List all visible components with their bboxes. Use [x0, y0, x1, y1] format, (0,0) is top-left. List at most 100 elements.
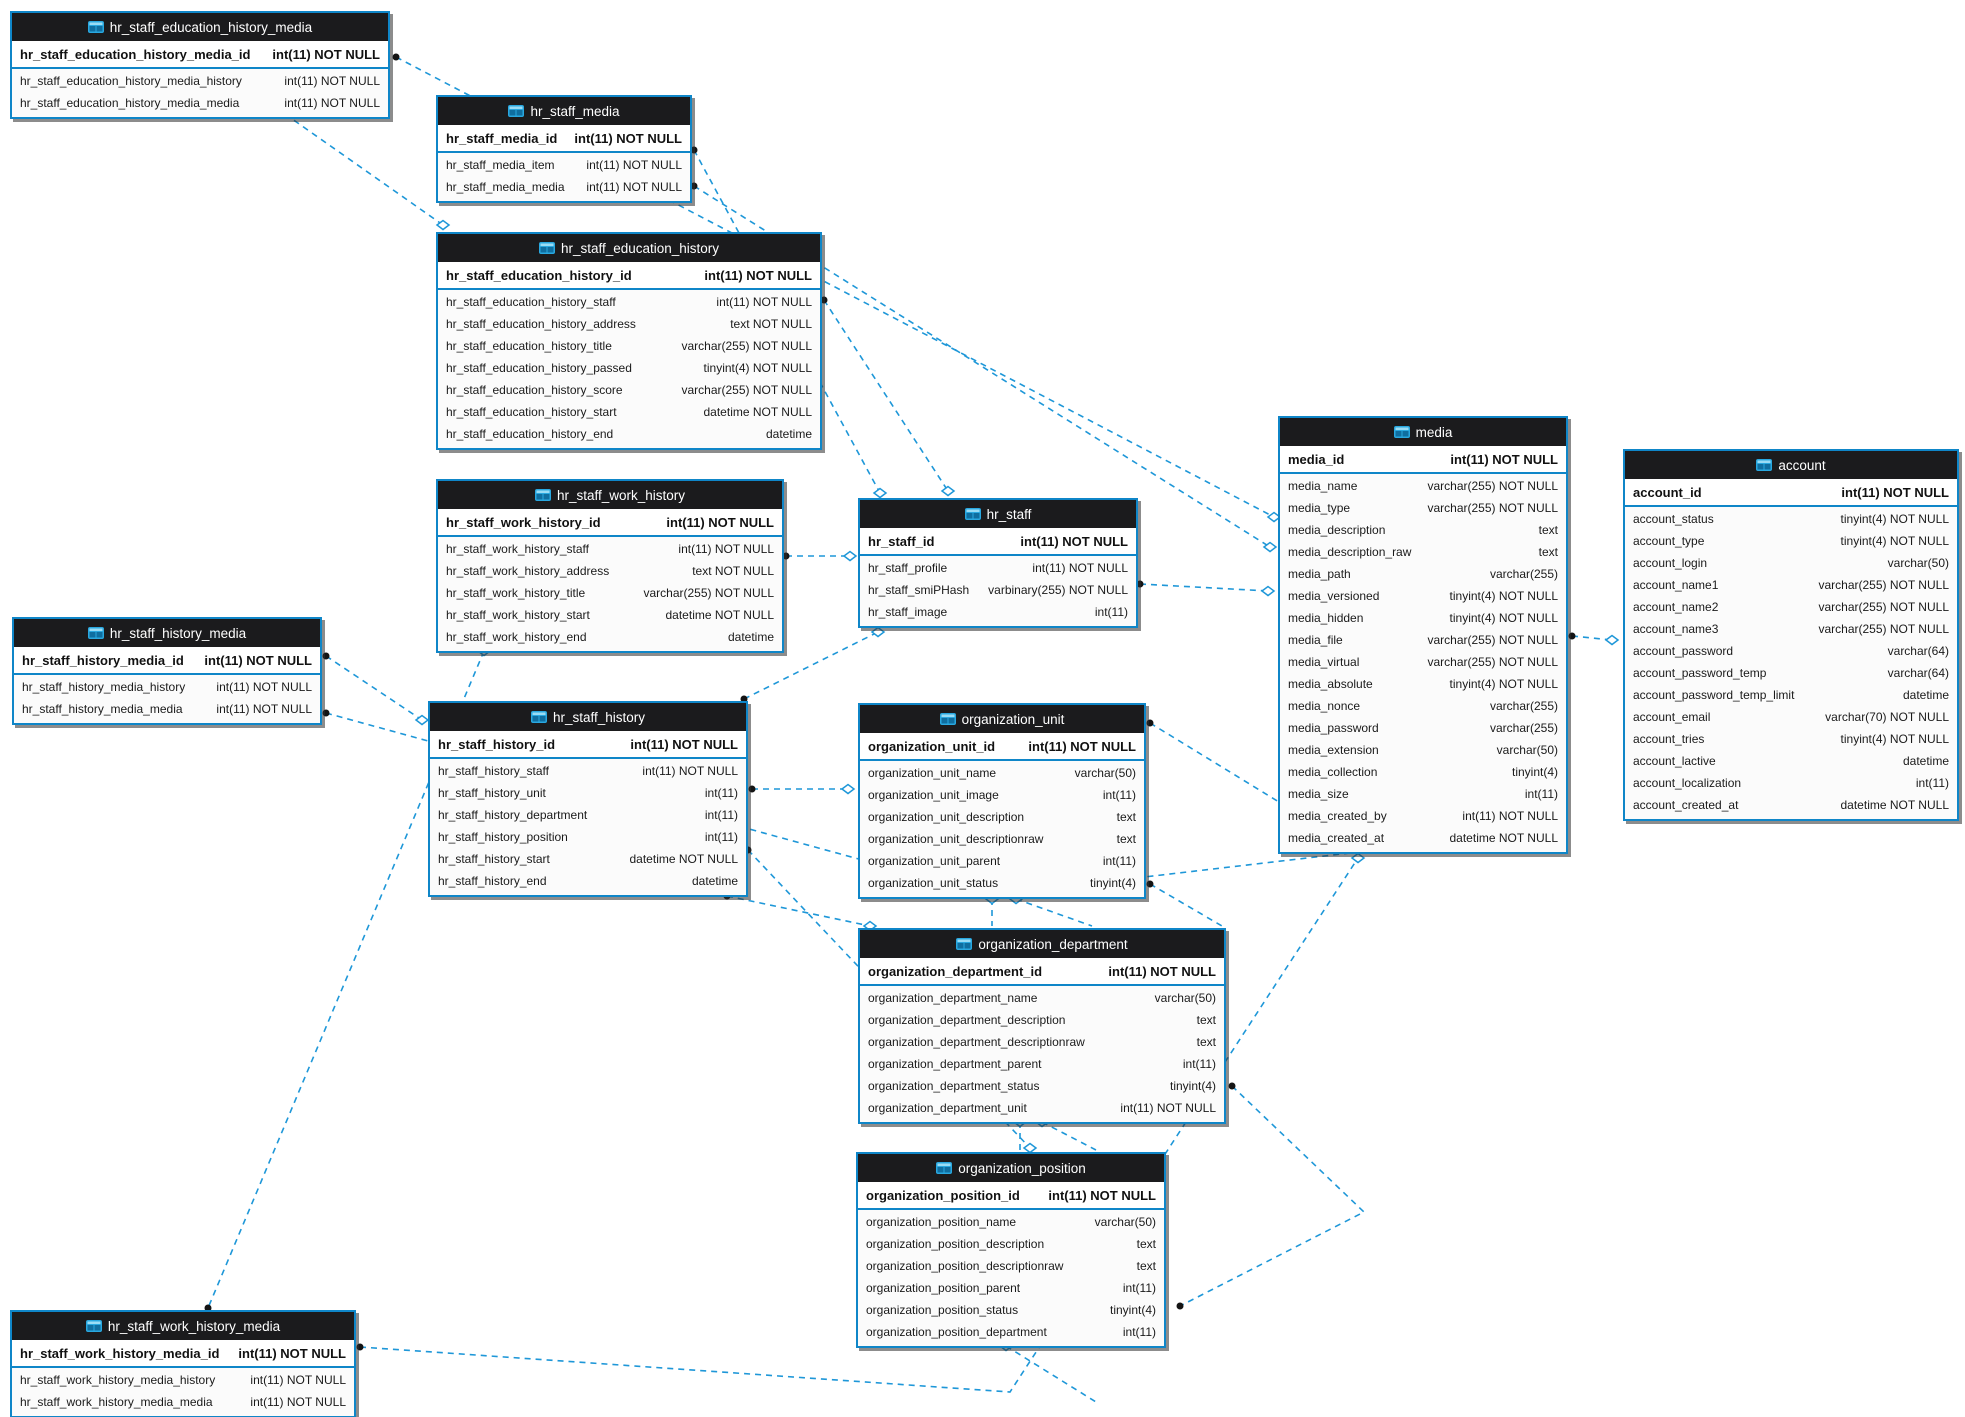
table-header[interactable]: account	[1625, 451, 1957, 479]
primary-key-row[interactable]: hr_staff_media_id int(11) NOT NULL	[438, 125, 690, 153]
column-row[interactable]: hr_staff_image int(11)	[860, 601, 1136, 623]
primary-key-row[interactable]: hr_staff_history_id int(11) NOT NULL	[430, 731, 746, 759]
primary-key-row[interactable]: hr_staff_work_history_id int(11) NOT NUL…	[438, 509, 782, 537]
column-row[interactable]: organization_position_name varchar(50)	[858, 1211, 1164, 1233]
column-row[interactable]: organization_unit_parent int(11)	[860, 850, 1144, 872]
column-row[interactable]: hr_staff_history_start datetime NOT NULL	[430, 848, 746, 870]
table-organization_department[interactable]: organization_department organization_dep…	[858, 928, 1226, 1124]
column-row[interactable]: account_name1 varchar(255) NOT NULL	[1625, 574, 1957, 596]
relationship-line[interactable]	[726, 895, 871, 927]
relationship-line[interactable]	[1005, 1345, 1097, 1403]
relationship-line[interactable]	[359, 857, 1359, 1393]
column-row[interactable]: media_virtual varchar(255) NOT NULL	[1280, 651, 1566, 673]
column-row[interactable]: organization_department_unit int(11) NOT…	[860, 1097, 1224, 1119]
column-row[interactable]: media_description_raw text	[1280, 541, 1566, 563]
column-row[interactable]: account_password_temp varchar(64)	[1625, 662, 1957, 684]
column-row[interactable]: hr_staff_media_item int(11) NOT NULL	[438, 154, 690, 176]
column-row[interactable]: media_created_by int(11) NOT NULL	[1280, 805, 1566, 827]
relationship-line[interactable]	[325, 655, 423, 721]
primary-key-row[interactable]: hr_staff_education_history_media_id int(…	[12, 41, 388, 69]
column-row[interactable]: media_absolute tinyint(4) NOT NULL	[1280, 673, 1566, 695]
column-row[interactable]: media_versioned tinyint(4) NOT NULL	[1280, 585, 1566, 607]
column-row[interactable]: media_hidden tinyint(4) NOT NULL	[1280, 607, 1566, 629]
column-row[interactable]: hr_staff_education_history_title varchar…	[438, 335, 820, 357]
table-account[interactable]: account account_id int(11) NOT NULL acco…	[1623, 449, 1959, 821]
column-row[interactable]: hr_staff_education_history_score varchar…	[438, 379, 820, 401]
primary-key-row[interactable]: organization_department_id int(11) NOT N…	[860, 958, 1224, 986]
relationship-line[interactable]	[284, 113, 444, 226]
column-row[interactable]: hr_staff_work_history_media_media int(11…	[12, 1391, 354, 1413]
table-hr_staff_history_media[interactable]: hr_staff_history_media hr_staff_history_…	[12, 617, 322, 725]
table-header[interactable]: hr_staff_education_history_media	[12, 13, 388, 41]
column-row[interactable]: hr_staff_education_history_media_history…	[12, 70, 388, 92]
column-row[interactable]: organization_unit_name varchar(50)	[860, 762, 1144, 784]
column-row[interactable]: account_status tinyint(4) NOT NULL	[1625, 508, 1957, 530]
primary-key-row[interactable]: media_id int(11) NOT NULL	[1280, 446, 1566, 474]
column-row[interactable]: organization_department_name varchar(50)	[860, 987, 1224, 1009]
table-organization_position[interactable]: organization_position organization_posit…	[856, 1152, 1166, 1348]
column-row[interactable]: account_email varchar(70) NOT NULL	[1625, 706, 1957, 728]
column-row[interactable]: account_localization int(11)	[1625, 772, 1957, 794]
column-row[interactable]: hr_staff_work_history_title varchar(255)…	[438, 582, 782, 604]
column-row[interactable]: hr_staff_work_history_start datetime NOT…	[438, 604, 782, 626]
table-header[interactable]: hr_staff_history	[430, 703, 746, 731]
relationship-line[interactable]	[1179, 1085, 1366, 1307]
table-header[interactable]: hr_staff_education_history	[438, 234, 820, 262]
column-row[interactable]: organization_position_description text	[858, 1233, 1164, 1255]
column-row[interactable]: organization_department_description text	[860, 1009, 1224, 1031]
column-row[interactable]: media_size int(11)	[1280, 783, 1566, 805]
column-row[interactable]: organization_unit_image int(11)	[860, 784, 1144, 806]
column-row[interactable]: media_path varchar(255)	[1280, 563, 1566, 585]
column-row[interactable]: hr_staff_education_history_end datetime	[438, 423, 820, 445]
relationship-line[interactable]	[1149, 883, 1223, 927]
primary-key-row[interactable]: organization_unit_id int(11) NOT NULL	[860, 733, 1144, 761]
column-row[interactable]: media_extension varchar(50)	[1280, 739, 1566, 761]
primary-key-row[interactable]: hr_staff_education_history_id int(11) NO…	[438, 262, 820, 290]
table-header[interactable]: hr_staff	[860, 500, 1136, 528]
column-row[interactable]: media_file varchar(255) NOT NULL	[1280, 629, 1566, 651]
column-row[interactable]: hr_staff_history_staff int(11) NOT NULL	[430, 760, 746, 782]
column-row[interactable]: organization_department_descriptionraw t…	[860, 1031, 1224, 1053]
table-hr_staff_work_history[interactable]: hr_staff_work_history hr_staff_work_hist…	[436, 479, 784, 653]
table-hr_staff_education_history[interactable]: hr_staff_education_history hr_staff_educ…	[436, 232, 822, 450]
column-row[interactable]: organization_position_parent int(11)	[858, 1277, 1164, 1299]
relationship-line[interactable]	[1571, 635, 1613, 641]
column-row[interactable]: hr_staff_history_end datetime	[430, 870, 746, 892]
column-row[interactable]: hr_staff_education_history_address text …	[438, 313, 820, 335]
table-header[interactable]: organization_department	[860, 930, 1224, 958]
relationship-line[interactable]	[1015, 898, 1093, 927]
table-media[interactable]: media media_id int(11) NOT NULL media_na…	[1278, 416, 1568, 854]
column-row[interactable]: account_type tinyint(4) NOT NULL	[1625, 530, 1957, 552]
column-row[interactable]: hr_staff_work_history_staff int(11) NOT …	[438, 538, 782, 560]
primary-key-row[interactable]: hr_staff_id int(11) NOT NULL	[860, 528, 1136, 556]
column-row[interactable]: hr_staff_education_history_passed tinyin…	[438, 357, 820, 379]
table-header[interactable]: organization_unit	[860, 705, 1144, 733]
table-hr_staff_education_history_media[interactable]: hr_staff_education_history_media hr_staf…	[10, 11, 390, 119]
column-row[interactable]: organization_position_department int(11)	[858, 1321, 1164, 1343]
column-row[interactable]: media_nonce varchar(255)	[1280, 695, 1566, 717]
relationship-line[interactable]	[1139, 583, 1269, 592]
column-row[interactable]: organization_department_status tinyint(4…	[860, 1075, 1224, 1097]
table-header[interactable]: hr_staff_work_history_media	[12, 1312, 354, 1340]
column-row[interactable]: account_password varchar(64)	[1625, 640, 1957, 662]
table-header[interactable]: organization_position	[858, 1154, 1164, 1182]
column-row[interactable]: organization_unit_description text	[860, 806, 1144, 828]
column-row[interactable]: hr_staff_smiPHash varbinary(255) NOT NUL…	[860, 579, 1136, 601]
column-row[interactable]: hr_staff_education_history_media_media i…	[12, 92, 388, 114]
column-row[interactable]: media_created_at datetime NOT NULL	[1280, 827, 1566, 849]
primary-key-row[interactable]: account_id int(11) NOT NULL	[1625, 479, 1957, 507]
column-row[interactable]: account_created_at datetime NOT NULL	[1625, 794, 1957, 816]
table-hr_staff[interactable]: hr_staff hr_staff_id int(11) NOT NULL hr…	[858, 498, 1138, 628]
column-row[interactable]: hr_staff_work_history_end datetime	[438, 626, 782, 648]
column-row[interactable]: media_collection tinyint(4)	[1280, 761, 1566, 783]
relationship-line[interactable]	[743, 631, 879, 700]
column-row[interactable]: account_lactive datetime	[1625, 750, 1957, 772]
column-row[interactable]: hr_staff_work_history_address text NOT N…	[438, 560, 782, 582]
table-header[interactable]: media	[1280, 418, 1566, 446]
column-row[interactable]: account_tries tinyint(4) NOT NULL	[1625, 728, 1957, 750]
table-header[interactable]: hr_staff_history_media	[14, 619, 320, 647]
column-row[interactable]: organization_department_parent int(11)	[860, 1053, 1224, 1075]
table-header[interactable]: hr_staff_media	[438, 97, 690, 125]
column-row[interactable]: hr_staff_education_history_start datetim…	[438, 401, 820, 423]
column-row[interactable]: hr_staff_history_media_media int(11) NOT…	[14, 698, 320, 720]
